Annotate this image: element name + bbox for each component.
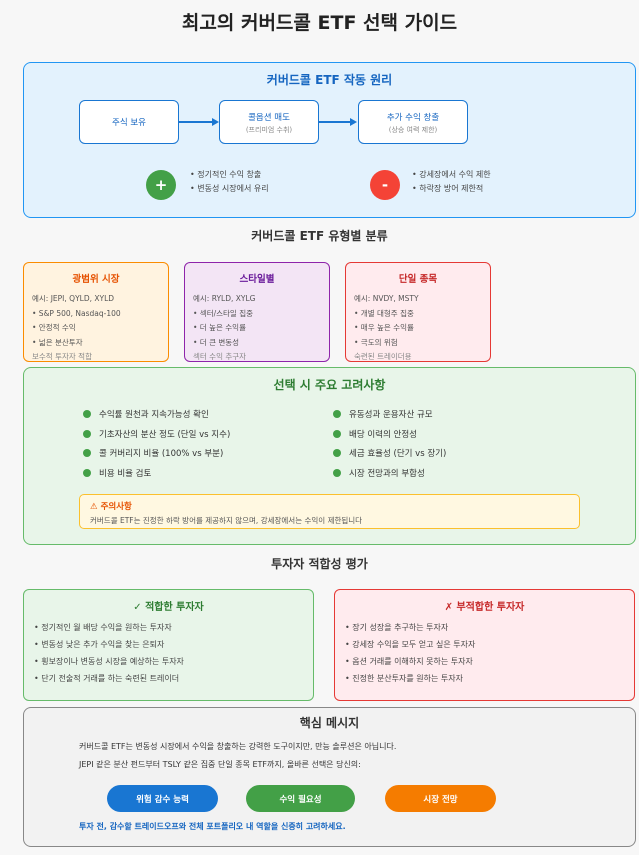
type-card-line: • 넓은 분산투자 xyxy=(32,337,83,347)
type-card-line: 예시: JEPI, QYLD, XYLD xyxy=(32,294,115,303)
suitable-title: ✓ 적합한 투자자 xyxy=(133,602,204,613)
consideration-item: 수익률 원천과 지속가능성 확인 xyxy=(83,408,209,420)
suitable-item: • 횡보장이나 변동성 시장을 예상하는 투자자 xyxy=(34,657,184,666)
pros-list: • 정기적인 수익 창출 • 변동성 시장에서 유리 xyxy=(190,168,340,196)
type-card-title: 광범위 시장 xyxy=(72,274,120,285)
consideration-item: 세금 효율성 (단기 vs 장기) xyxy=(333,447,446,459)
suitable-item: • 정기적인 월 배당 수익을 원하는 투자자 xyxy=(34,623,172,632)
consideration-item: 배당 이력의 안정성 xyxy=(333,428,417,440)
pros-item: • 변동성 시장에서 유리 xyxy=(190,184,269,193)
plus-icon: + xyxy=(146,170,176,200)
type-card-line: • 개별 대형주 집중 xyxy=(354,308,414,318)
key-message-panel: 핵심 메시지 xyxy=(23,707,636,847)
warning-body: 커버드콜 ETF는 진정한 하락 방어를 제공하지 않으며, 강세장에서는 수익… xyxy=(90,516,363,525)
type-card-title: 스타일별 xyxy=(239,274,275,285)
types-heading: 커버드콜 ETF 유형별 분류 xyxy=(251,229,388,243)
flow-step-label: 추가 수익 창출 xyxy=(386,113,440,123)
unsuitable-item: • 진정한 분산투자를 원하는 투자자 xyxy=(345,674,463,683)
type-card-title: 단일 종목 xyxy=(398,274,438,285)
bullet-dot-icon xyxy=(83,449,91,457)
type-card-line: • 더 높은 수익률 xyxy=(193,323,246,332)
consideration-item: 유동성과 운용자산 규모 xyxy=(333,408,433,420)
key-message-footer: 투자 전, 감수할 트레이드오프와 전체 포트폴리오 내 역할을 신중히 고려하… xyxy=(79,822,346,831)
unsuitable-item: • 강세장 수익을 모두 얻고 싶은 투자자 xyxy=(345,640,476,649)
flow-arrow-line xyxy=(319,121,350,123)
flow-step-extra-income: 추가 수익 창출 (상승 여력 제한) xyxy=(358,100,468,144)
pros-item: • 정기적인 수익 창출 xyxy=(190,170,262,179)
pill-market-outlook: 시장 전망 xyxy=(385,785,496,812)
arrow-right-icon xyxy=(212,118,219,126)
type-card-line: • 매우 높은 수익률 xyxy=(354,323,414,332)
arrow-right-icon xyxy=(350,118,357,126)
page-title: 최고의 커버드콜 ETF 선택 가이드 xyxy=(181,12,458,34)
bullet-dot-icon xyxy=(83,430,91,438)
bullet-dot-icon xyxy=(333,410,341,418)
bullet-dot-icon xyxy=(333,430,341,438)
consideration-item: 비용 비율 검토 xyxy=(83,467,151,479)
type-card-line: • S&P 500, Nasdaq-100 xyxy=(32,308,121,318)
type-card-single: 단일 종목 예시: NVDY, MSTY • 개별 대형주 집중 • 매우 높은… xyxy=(345,262,491,362)
type-card-broad: 광범위 시장 예시: JEPI, QYLD, XYLD • S&P 500, N… xyxy=(23,262,169,362)
bullet-dot-icon xyxy=(333,469,341,477)
suitable-item: • 단기 전술적 거래를 하는 숙련된 트레이더 xyxy=(34,674,180,683)
type-card-line: 예시: NVDY, MSTY xyxy=(354,294,419,303)
type-card-line: • 섹터/스타일 집중 xyxy=(193,308,254,318)
flow-step-sub: (프리미엄 수취) xyxy=(245,126,293,134)
consideration-item: 콜 커버리지 비율 (100% vs 부분) xyxy=(83,447,223,459)
unsuitable-item: • 장기 성장을 추구하는 투자자 xyxy=(345,623,449,632)
minus-icon: - xyxy=(370,170,400,200)
pill-income-need: 수익 필요성 xyxy=(246,785,355,812)
consideration-item: 시장 전망과의 부합성 xyxy=(333,467,425,479)
flow-arrow-line xyxy=(179,121,212,123)
key-message-title: 핵심 메시지 xyxy=(299,716,360,730)
considerations-title: 선택 시 주요 고려사항 xyxy=(273,378,386,392)
flow-step-sell-call: 콜옵션 매도 (프리미엄 수취) xyxy=(219,100,319,144)
flow-step-label: 주식 보유 xyxy=(112,118,146,128)
flow-step-sub: (상승 여력 제한) xyxy=(388,126,438,134)
type-card-note: 숙련된 트레이더용 xyxy=(354,352,412,361)
type-card-line: • 안정적 수익 xyxy=(32,323,76,332)
cons-list: • 강세장에서 수익 제한 • 하락장 방어 제한적 xyxy=(412,168,562,196)
bullet-dot-icon xyxy=(83,469,91,477)
warning-title: ⚠ 주의사항 xyxy=(90,502,132,512)
key-message-line: 커버드콜 ETF는 변동성 시장에서 수익을 창출하는 강력한 도구이지만, 만… xyxy=(79,742,397,751)
bullet-dot-icon xyxy=(83,410,91,418)
consideration-item: 기초자산의 분산 정도 (단일 vs 지수) xyxy=(83,428,230,440)
type-card-style: 스타일별 예시: RYLD, XYLG • 섹터/스타일 집중 • 더 높은 수… xyxy=(184,262,330,362)
key-message-line: JEPI 같은 분산 펀드부터 TSLY 같은 집중 단일 종목 ETF까지, … xyxy=(79,760,361,769)
suitable-item: • 변동성 낮은 추가 수익을 찾는 은퇴자 xyxy=(34,640,165,649)
flow-step-label: 콜옵션 매도 xyxy=(248,113,290,123)
warning-box: ⚠ 주의사항 커버드콜 ETF는 진정한 하락 방어를 제공하지 않으며, 강세… xyxy=(79,494,580,529)
type-card-note: 보수적 투자자 적합 xyxy=(32,352,92,361)
flow-step-hold: 주식 보유 xyxy=(79,100,179,144)
unsuitable-title: ✗ 부적합한 투자자 xyxy=(444,602,525,613)
type-card-line: • 더 큰 변동성 xyxy=(193,337,240,347)
unsuitable-item: • 옵션 거래를 이해하지 못하는 투자자 xyxy=(345,657,473,666)
suitability-heading: 투자자 적합성 평가 xyxy=(271,557,368,571)
type-card-line: • 극도의 위험 xyxy=(354,337,398,347)
mechanism-title: 커버드콜 ETF 작동 원리 xyxy=(266,73,393,87)
cons-item: • 하락장 방어 제한적 xyxy=(412,184,484,193)
type-card-line: 예시: RYLD, XYLG xyxy=(193,294,256,303)
type-card-note: 섹터 수익 추구자 xyxy=(193,352,247,361)
pill-risk-tolerance: 위험 감수 능력 xyxy=(107,785,218,812)
bullet-dot-icon xyxy=(333,449,341,457)
suitable-investors-card: ✓ 적합한 투자자 • 정기적인 월 배당 수익을 원하는 투자자 • 변동성 … xyxy=(23,589,314,701)
unsuitable-investors-card: ✗ 부적합한 투자자 • 장기 성장을 추구하는 투자자 • 강세장 수익을 모… xyxy=(334,589,635,701)
cons-item: • 강세장에서 수익 제한 xyxy=(412,170,491,179)
